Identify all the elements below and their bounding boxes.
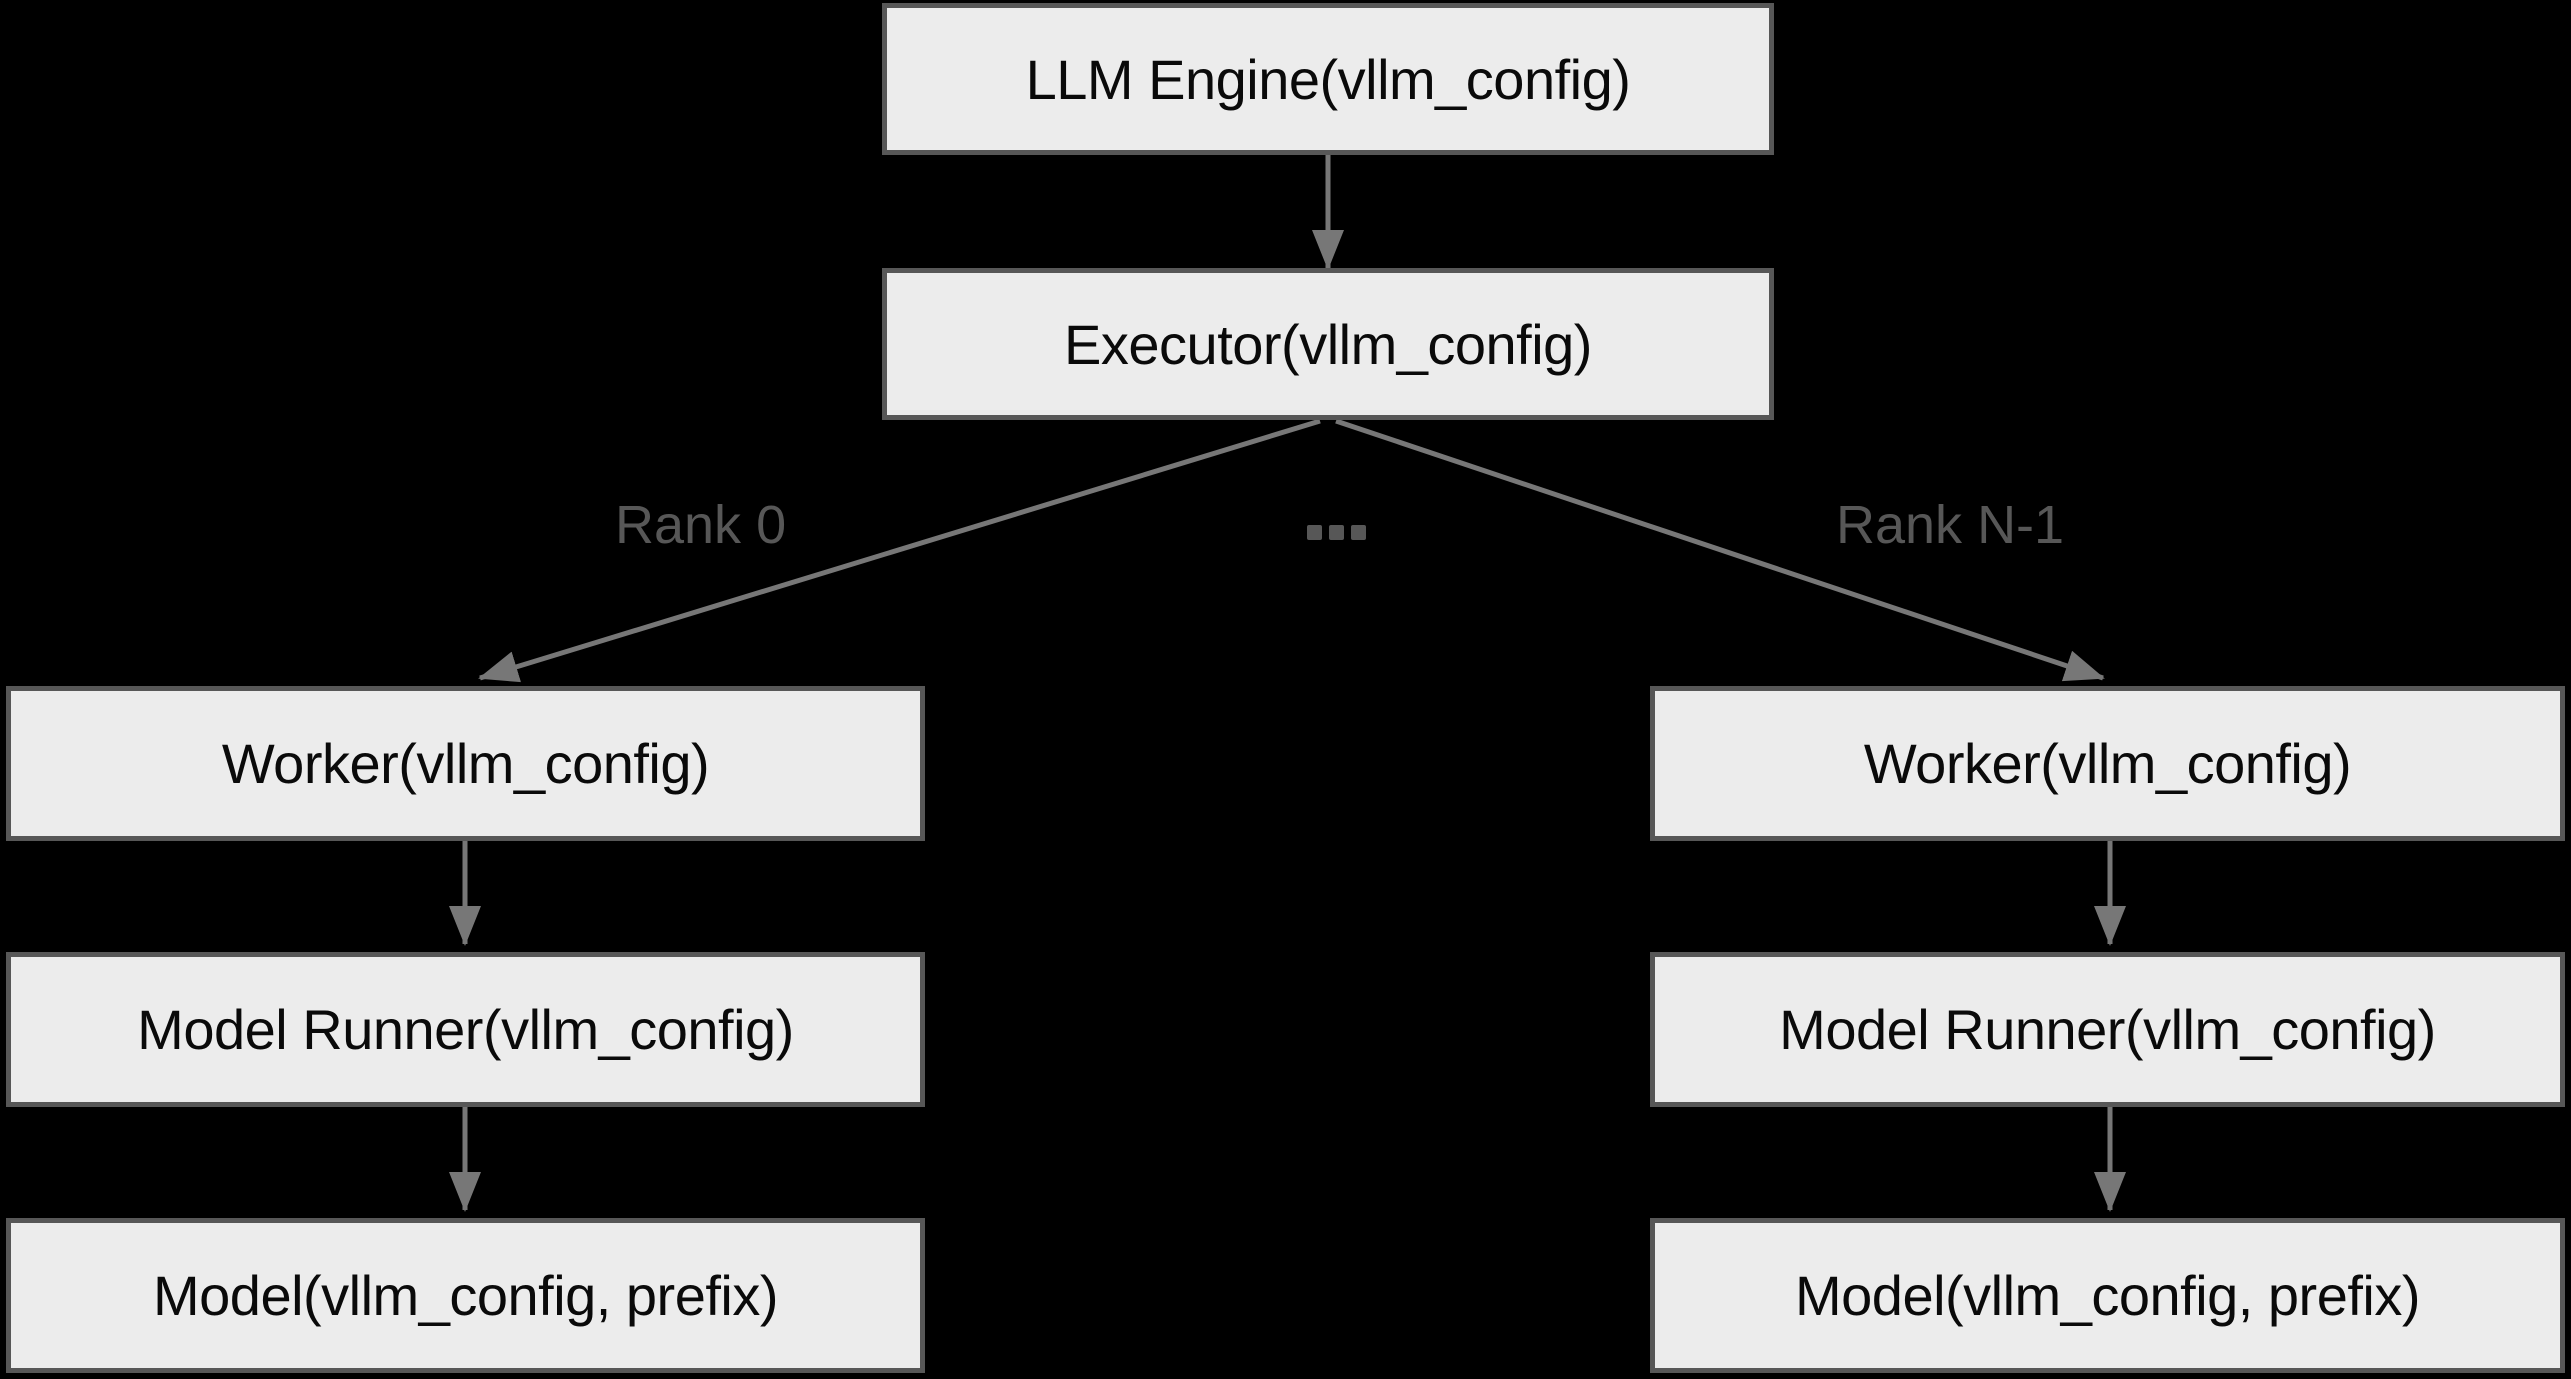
node-model-runner-rank0-label: Model Runner(vllm_config) [137, 998, 794, 1061]
node-model-runner-rankn-label: Model Runner(vllm_config) [1779, 998, 2436, 1061]
node-executor-label: Executor(vllm_config) [1064, 312, 1592, 376]
node-model-rankn-label: Model(vllm_config, prefix) [1795, 1264, 2420, 1327]
node-model-runner-rank0[interactable]: Model Runner(vllm_config) [6, 952, 925, 1107]
node-llm-engine-label: LLM Engine(vllm_config) [1025, 47, 1631, 111]
node-llm-engine[interactable]: LLM Engine(vllm_config) [882, 3, 1774, 155]
edge-label-rank-n-1: Rank N-1 [1836, 495, 2065, 555]
ellipsis-icon [1307, 525, 1366, 540]
edge-executor-to-worker-rank0 [478, 418, 1321, 683]
node-worker-rankn-label: Worker(vllm_config) [1863, 732, 2352, 795]
node-model-rankn[interactable]: Model(vllm_config, prefix) [1650, 1218, 2565, 1373]
node-model-rank0-label: Model(vllm_config, prefix) [153, 1264, 778, 1327]
node-worker-rankn[interactable]: Worker(vllm_config) [1650, 686, 2565, 841]
edge-label-rank-0: Rank 0 [615, 495, 787, 555]
node-model-runner-rankn[interactable]: Model Runner(vllm_config) [1650, 952, 2565, 1107]
node-worker-rank0[interactable]: Worker(vllm_config) [6, 686, 925, 841]
node-worker-rank0-label: Worker(vllm_config) [221, 732, 710, 795]
node-model-rank0[interactable]: Model(vllm_config, prefix) [6, 1218, 925, 1373]
node-executor[interactable]: Executor(vllm_config) [882, 268, 1774, 420]
